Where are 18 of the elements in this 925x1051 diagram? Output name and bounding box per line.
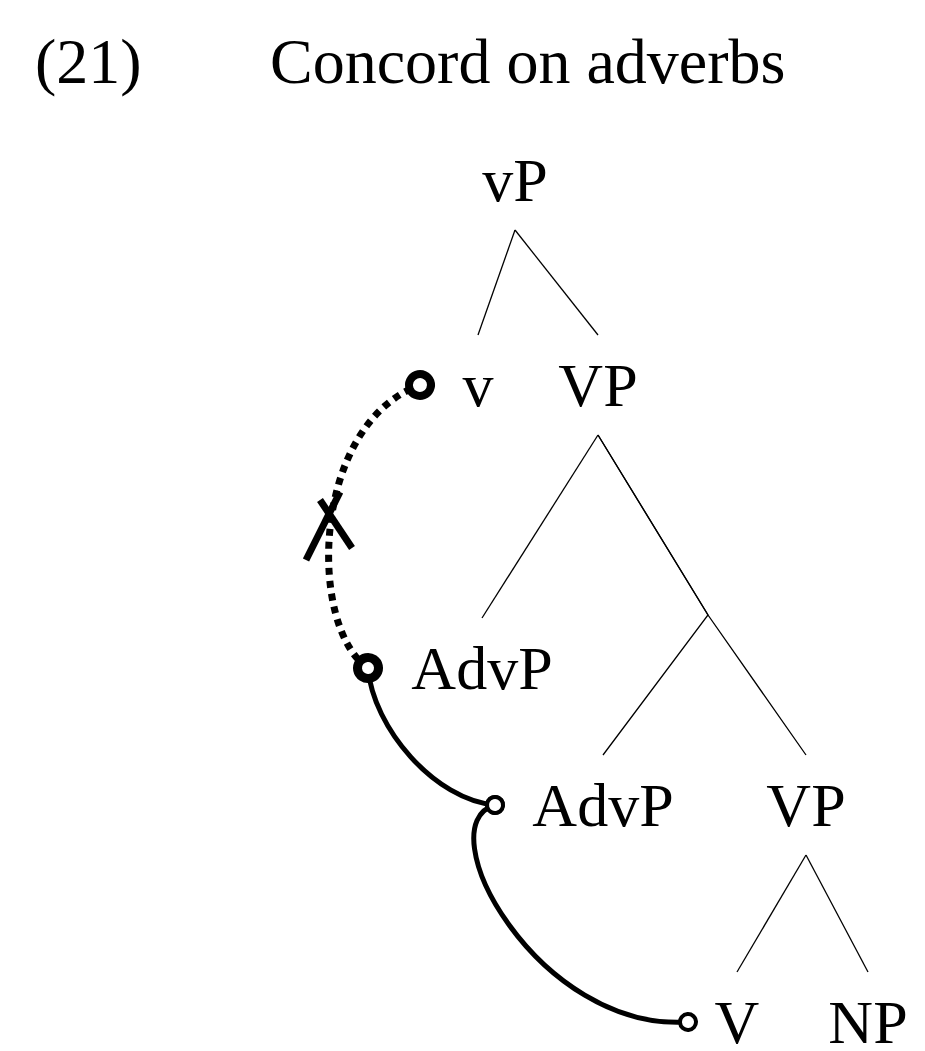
category-label: AdvP xyxy=(411,618,553,718)
tree-branch xyxy=(805,854,869,973)
category-label: vP xyxy=(482,130,548,230)
tree-branch xyxy=(514,229,599,336)
category-label: VP xyxy=(766,755,846,855)
tree-branch xyxy=(597,434,807,756)
tree-branch xyxy=(481,434,599,619)
category-label: AdvP xyxy=(532,755,674,855)
tree-branch xyxy=(736,854,807,973)
category-label: v xyxy=(462,335,494,435)
tree-branch xyxy=(477,229,516,336)
agreement-curve xyxy=(325,370,435,683)
agreement-curve xyxy=(358,658,505,815)
title: Concord on adverbs xyxy=(270,30,786,94)
agreement-curve xyxy=(472,795,698,1032)
category-label: V xyxy=(714,972,760,1051)
category-label: VP xyxy=(558,335,638,435)
category-label: NP xyxy=(828,972,908,1051)
